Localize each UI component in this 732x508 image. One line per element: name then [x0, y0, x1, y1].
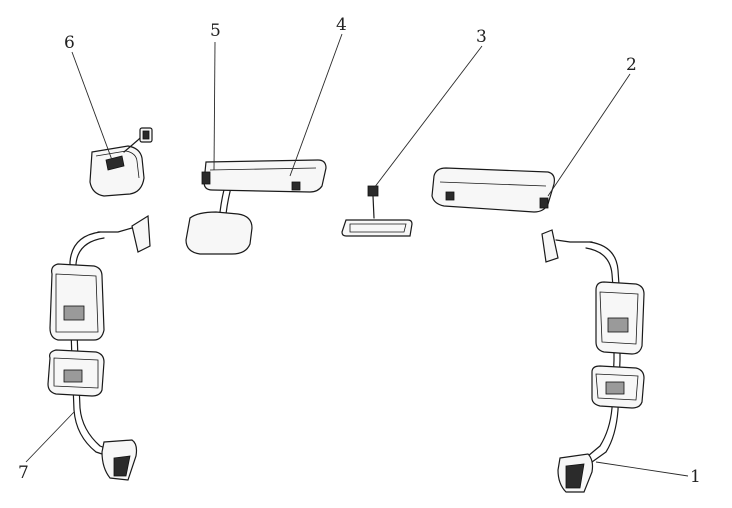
callout-6: 6	[64, 33, 75, 53]
part-2-sun-visor-right	[431, 167, 555, 213]
leader-line-7	[25, 411, 75, 463]
leader-line-3	[373, 45, 483, 189]
leader-lines	[25, 33, 689, 477]
part-6-small-mirror	[89, 127, 153, 197]
leader-line-2	[547, 73, 631, 197]
part-7-left-mirror-assembly	[47, 214, 151, 481]
part-3-rearview-mirror	[341, 185, 413, 237]
callout-2: 2	[626, 55, 637, 75]
leader-line-6	[71, 51, 113, 161]
leader-line-5	[213, 41, 216, 171]
part-4-sun-visor-left	[201, 159, 327, 193]
callout-3: 3	[476, 27, 487, 47]
callout-7: 7	[18, 463, 29, 483]
part-1-right-mirror-assembly	[541, 229, 645, 493]
callout-labels: 1 2 3 4 5 6 7	[18, 15, 701, 487]
callout-5: 5	[210, 21, 221, 41]
callout-1: 1	[690, 467, 701, 487]
leader-line-4	[289, 33, 343, 177]
callout-4: 4	[336, 15, 347, 35]
leader-line-1	[595, 461, 689, 477]
